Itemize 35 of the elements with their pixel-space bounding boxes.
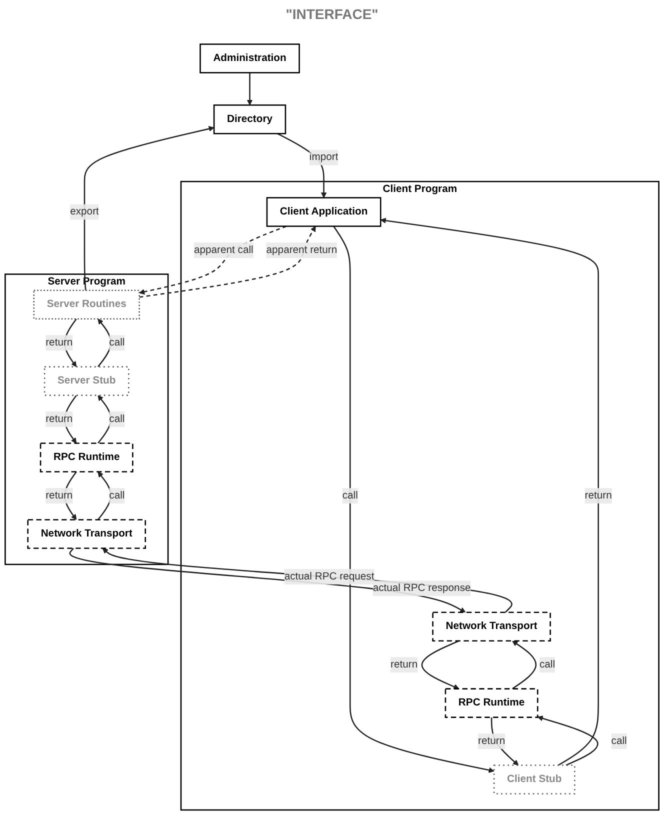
arrow xyxy=(537,716,598,766)
edge-label: return xyxy=(46,337,73,348)
node-box: Network Transport xyxy=(432,612,551,642)
edge-label: call xyxy=(342,490,358,502)
edge-label: apparent call xyxy=(194,244,254,256)
node-box: RPC Runtime xyxy=(40,443,134,473)
edge-label: return xyxy=(46,414,73,425)
node-box: RPC Runtime xyxy=(444,688,538,718)
arrow xyxy=(246,73,253,106)
edge-label: call xyxy=(611,736,627,747)
edge-label: import xyxy=(309,152,338,164)
node-box: Server Routines xyxy=(33,290,140,320)
arrow xyxy=(84,126,214,291)
edge-label: call xyxy=(109,414,125,425)
node-box: Directory xyxy=(213,104,286,135)
arrow xyxy=(333,226,494,774)
interface-label: "INTERFACE" xyxy=(286,6,378,22)
edge-label: return xyxy=(46,490,73,502)
edge-label: apparent return xyxy=(266,244,338,256)
node-box: Client Application xyxy=(266,198,382,228)
arrow xyxy=(512,641,537,690)
edge-label: export xyxy=(70,206,99,218)
arrow xyxy=(421,640,460,690)
edge-label: return xyxy=(584,490,612,502)
edge-label: call xyxy=(109,337,125,348)
edge-label: actual RPC response xyxy=(372,582,471,594)
arrow xyxy=(70,548,466,614)
edge-label: call xyxy=(109,490,125,502)
edge-label: call xyxy=(539,659,556,670)
edge-label: return xyxy=(390,659,418,670)
edge-label: actual RPC request xyxy=(284,571,374,582)
node-box: Administration xyxy=(200,44,300,74)
arrow xyxy=(139,226,316,298)
node-box: Network Transport xyxy=(27,520,146,550)
edge-label: return xyxy=(478,736,506,747)
